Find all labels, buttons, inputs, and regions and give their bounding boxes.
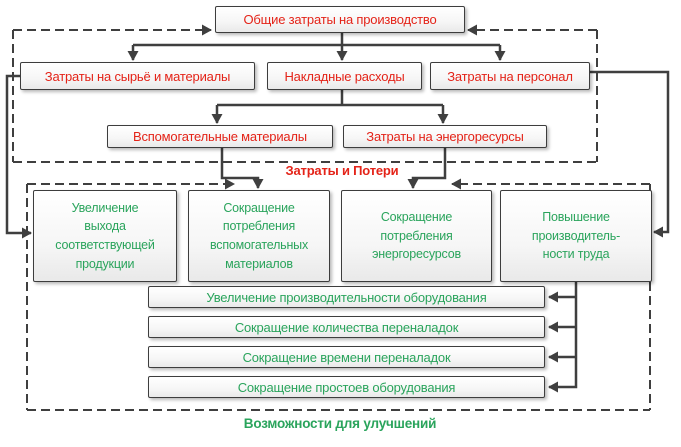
action-changeover-time-reduction: Сокращение времени переналадок	[148, 346, 545, 368]
action-changeover-count-reduction: Сокращение количества переналадок	[148, 316, 545, 338]
node-overhead-costs: Накладные расходы	[267, 62, 422, 90]
action-downtime-reduction: Сокращение простоев оборудования	[148, 376, 545, 398]
action-equipment-productivity: Увеличение производительности оборудован…	[148, 286, 545, 308]
node-output-increase: Увеличение выхода соответствующей продук…	[33, 190, 177, 282]
node-auxiliary-materials: Вспомогательные материалы	[107, 125, 333, 148]
node-energy-consumption-reduction: Сокращение потребления энергоресурсов	[341, 190, 492, 282]
node-labor-productivity: Повышение производитель- ности труда	[500, 190, 652, 282]
node-raw-materials-costs: Затраты на сырьё и материалы	[20, 62, 255, 90]
node-energy-costs: Затраты на энергоресурсы	[343, 125, 547, 148]
node-total-costs: Общие затраты на производство	[215, 6, 465, 33]
node-aux-consumption-reduction: Сокращение потребления вспомогательных м…	[188, 190, 330, 282]
section-label-costs-losses: Затраты и Потери	[285, 163, 399, 178]
section-label-improvement-opportunities: Возможности для улучшений	[243, 416, 437, 431]
node-personnel-costs: Затраты на персонал	[430, 62, 590, 90]
